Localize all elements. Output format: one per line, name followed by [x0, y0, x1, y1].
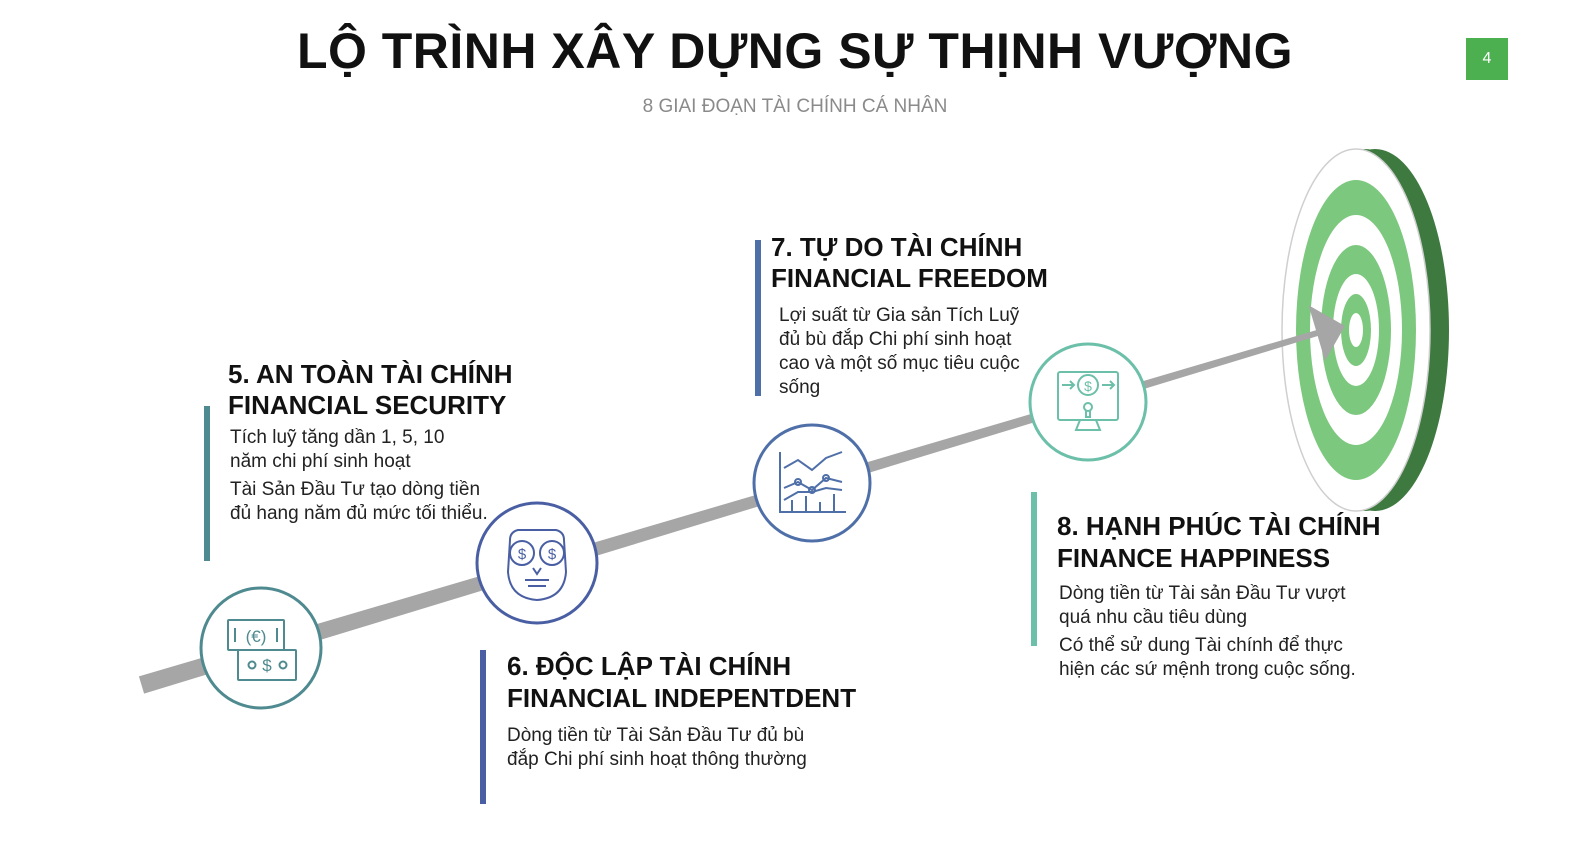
stage-5-description: Tích luỹ tăng dần 1, 5, 10 năm chi phí s… [230, 426, 488, 526]
chart-icon [752, 423, 872, 543]
owl-money-icon: $ $ [475, 501, 599, 625]
target-icon [1281, 148, 1449, 512]
stage-7-title-vi: 7. TỰ DO TÀI CHÍNH [771, 232, 1023, 262]
stage-7-description: Lợi suất từ Gia sản Tích Luỹ đủ bù đắp C… [779, 304, 1020, 400]
desc-line: Lợi suất từ Gia sản Tích Luỹ [779, 305, 1020, 326]
desc-line: Dòng tiền từ Tài sản Đầu Tư vượt [1059, 583, 1346, 604]
desc-line: đủ hang năm đủ mức tối thiểu. [230, 503, 488, 524]
secure-transfer-icon: $ [1028, 342, 1148, 462]
money-icon: (€) $ [199, 586, 323, 710]
desc-line: đắp Chi phí sinh hoạt thông thường [507, 749, 807, 770]
desc-line: cao và một số mục tiêu cuộc [779, 353, 1020, 374]
desc-line: Tích luỹ tăng dần 1, 5, 10 [230, 427, 445, 448]
stage-8-accent-bar [1031, 492, 1037, 646]
desc-line: năm chi phí sinh hoạt [230, 451, 411, 472]
desc-line: sống [779, 377, 821, 398]
stage-6-description: Dòng tiền từ Tài Sản Đầu Tư đủ bù đắp Ch… [507, 724, 807, 772]
svg-text:$: $ [262, 656, 272, 675]
stage-8-title-vi: 8. HẠNH PHÚC TÀI CHÍNH [1057, 511, 1381, 541]
stage-8-description: Dòng tiền từ Tài sản Đầu Tư vượt quá nhu… [1059, 582, 1356, 682]
page-number-badge: 4 [1466, 38, 1508, 80]
stage-7-title-en: FINANCIAL FREEDOM [771, 263, 1048, 293]
svg-text:$: $ [548, 546, 557, 563]
stage-6-accent-bar [480, 650, 486, 804]
desc-line: Có thể sử dung Tài chính để thực [1059, 635, 1343, 656]
progress-arrow [138, 305, 1345, 694]
stage-7-accent-bar [755, 240, 761, 396]
stage-5-title-en: FINANCIAL SECURITY [228, 390, 507, 420]
stage-6-title-vi: 6. ĐỘC LẬP TÀI CHÍNH [507, 651, 792, 681]
stage-6-title-en: FINANCIAL INDEPENTDENT [507, 683, 857, 713]
desc-line: quá nhu cầu tiêu dùng [1059, 607, 1248, 628]
desc-line: Dòng tiền từ Tài Sản Đầu Tư đủ bù [507, 725, 805, 746]
svg-text:$: $ [518, 546, 527, 563]
page-title: LỘ TRÌNH XÂY DỰNG SỰ THỊNH VƯỢNG [296, 23, 1294, 79]
svg-text:$: $ [1084, 378, 1092, 394]
svg-text:(€): (€) [246, 627, 267, 646]
stage-5-title-vi: 5. AN TOÀN TÀI CHÍNH [228, 359, 513, 389]
desc-line: Tài Sản Đầu Tư tạo dòng tiền [230, 479, 481, 500]
stage-8-title-en: FINANCE HAPPINESS [1057, 543, 1331, 573]
desc-line: đủ bù đắp Chi phí sinh hoạt [779, 329, 1012, 350]
desc-line: hiện các sứ mệnh trong cuộc sống. [1059, 659, 1356, 680]
stage-5-accent-bar [204, 406, 210, 561]
page-subtitle: 8 GIAI ĐOẠN TÀI CHÍNH CÁ NHÂN [642, 96, 948, 117]
